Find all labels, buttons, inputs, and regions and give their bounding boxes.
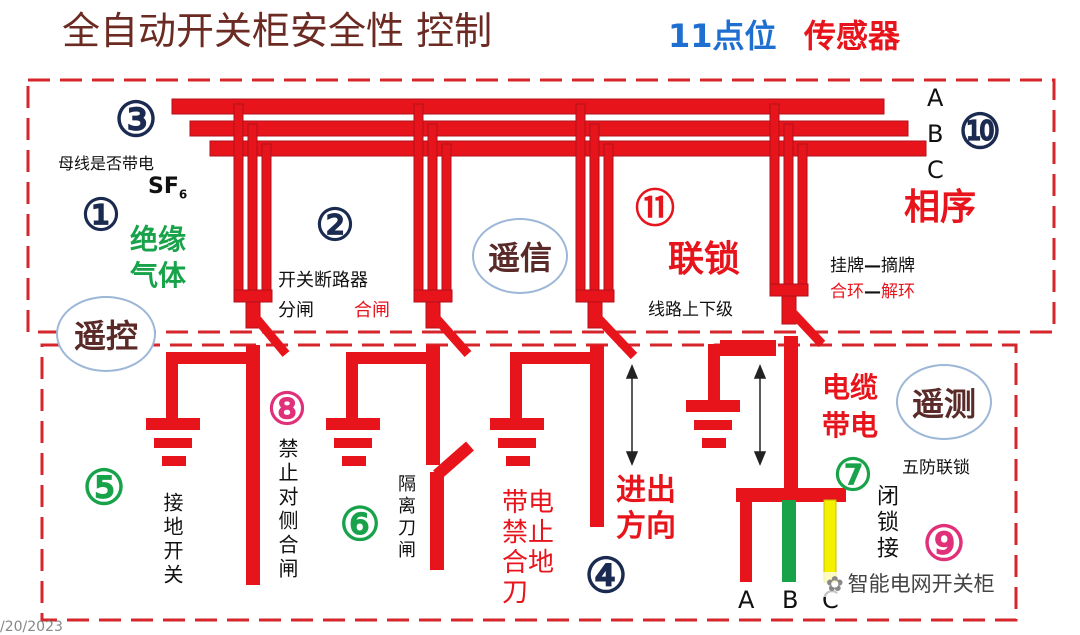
label-breaker-close: 合闸 (354, 300, 390, 321)
label-lock-connect: 闭锁接 (873, 484, 898, 562)
watermark-text: 智能电网开关柜 (847, 572, 995, 596)
number-10: ⑩ (958, 104, 1002, 160)
cabinet-2-lower (326, 345, 444, 570)
direction-arrows (625, 364, 767, 466)
label-five-prevention: 五防联锁 (902, 458, 970, 478)
label-sf6-sub: 6 (178, 187, 188, 202)
number-9: ⑨ (922, 516, 966, 572)
label-interlock: 联锁 (668, 239, 741, 280)
title-highlight-blue: 11点位 (668, 17, 777, 55)
label-cable-live-2: 带电 (822, 409, 879, 442)
cabinet-3-lower (490, 345, 604, 527)
busbar-c (209, 140, 927, 157)
number-3: ③ (114, 92, 158, 148)
busbar-b (189, 120, 909, 137)
label-tag-dash: — (864, 256, 881, 276)
label-tag-line: 挂牌—摘牌 (830, 258, 915, 275)
number-5: ⑤ (82, 460, 126, 516)
number-2: ② (315, 199, 355, 251)
label-busbar-live: 母线是否带电 (58, 154, 155, 173)
label-in-out-2: 方向 (616, 509, 676, 544)
label-tag-remove: 摘牌 (881, 256, 915, 276)
cable-phase-c (823, 499, 837, 583)
phase-bottom-b: B (782, 586, 799, 614)
page-title: 全自动开关柜安全性 控制 (62, 9, 493, 53)
number-6: ⑥ (339, 497, 381, 551)
label-tag-hang: 挂牌 (830, 256, 864, 276)
oval-remote-control: 遥控 (56, 296, 156, 372)
label-insulating-gas-2: 气体 (130, 259, 187, 292)
number-11: ⑪ (635, 185, 675, 232)
label-breaker-open: 分闸 (278, 300, 314, 321)
label-phase-sequence: 相序 (904, 187, 977, 228)
watermark: ✿智能电网开关柜 (822, 572, 999, 597)
label-live-no-earth: 带电禁止合地刀 (502, 488, 555, 608)
label-cable-live-1: 电缆 (822, 371, 879, 404)
oval-remote-measure: 遥测 (896, 364, 992, 440)
number-4: ④ (584, 548, 628, 604)
isolator-blade (433, 441, 474, 480)
lower-dashed-box (40, 343, 1018, 622)
label-loop-open: 解环 (881, 282, 915, 302)
number-1: ① (81, 189, 121, 241)
label-loop-close: 合环 (830, 282, 864, 302)
number-8: ⑧ (267, 383, 307, 435)
feeder-drops (233, 103, 808, 295)
cabinet-4-lower (686, 336, 846, 582)
label-isolating-knife: 隔离刀闸 (395, 474, 416, 562)
label-loop-line: 合环—解环 (830, 284, 915, 301)
label-breaker: 开关断路器 (278, 270, 368, 291)
breaker-blades (252, 308, 826, 360)
label-line-updown: 线路上下级 (648, 300, 733, 320)
date-fragment: /20/2023 (0, 619, 63, 635)
cable-phase-b (782, 500, 796, 582)
label-earthing-switch: 接地开关 (160, 492, 184, 588)
label-insulating-gas-1: 绝缘 (130, 223, 187, 256)
label-sf6-text: SF (148, 174, 179, 199)
upper-dashed-box (26, 78, 1056, 334)
busbar-a (171, 98, 885, 115)
wechat-icon: ✿ (826, 572, 844, 596)
number-7: ⑦ (833, 449, 873, 501)
cabinet-1-lower (146, 345, 260, 585)
label-in-out-1: 进出 (616, 473, 676, 508)
label-live-no-earth-1: 带电禁止合地刀 (502, 488, 558, 608)
phase-top-a: A (927, 84, 944, 112)
label-sf6: SF6 (148, 174, 188, 202)
oval-remote-signal: 遥信 (472, 218, 568, 294)
phase-top-b: B (927, 120, 944, 148)
title-highlight-red: 传感器 (804, 17, 901, 55)
phase-bottom-a: A (738, 586, 755, 614)
label-loop-dash: — (864, 282, 881, 302)
phase-top-c: C (927, 156, 944, 184)
label-forbid-opposite-close: 禁止对侧合闸 (275, 438, 299, 582)
